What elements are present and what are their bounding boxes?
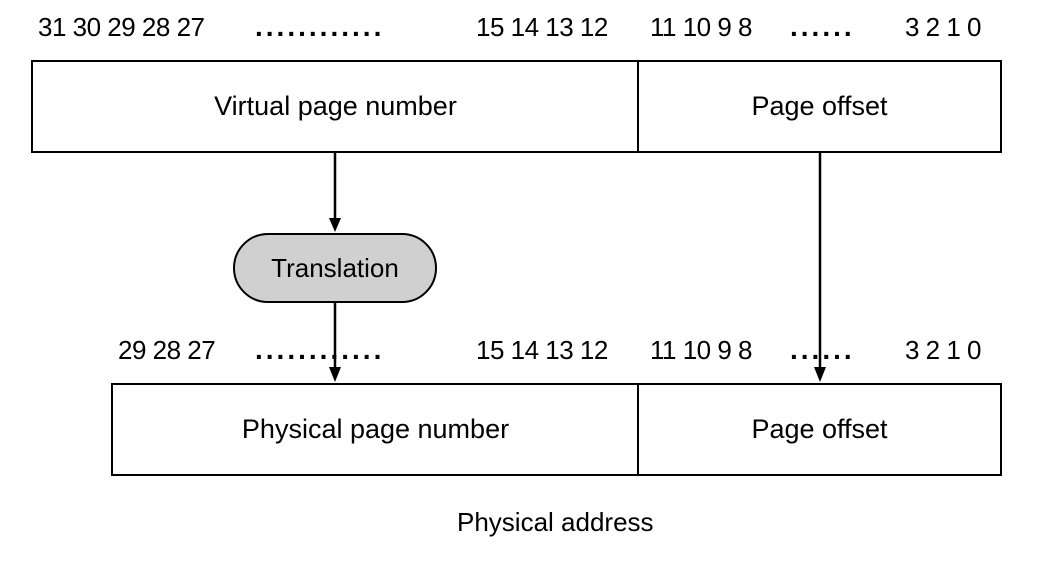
physical-dots-high: ............ <box>255 334 385 365</box>
physical-page-number-label: Physical page number <box>241 414 510 444</box>
virtual-page-offset-box: Page offset <box>637 60 1002 153</box>
physical-address-caption: Physical address <box>457 507 654 537</box>
virtual-bits-high: 31 30 29 28 27 <box>38 12 205 42</box>
virtual-bits-mid: 15 14 13 12 <box>476 12 608 42</box>
virtual-bits-low-hi: 11 10 9 8 <box>650 12 753 42</box>
arrowhead-vpn-to-translation <box>329 218 341 232</box>
physical-bits-high: 29 28 27 <box>118 335 216 365</box>
virtual-page-number-box: Virtual page number <box>31 60 640 153</box>
translation-box: Translation <box>233 233 437 303</box>
virtual-bits-low-lo: 3 2 1 0 <box>905 12 982 42</box>
arrowhead-translation-to-ppn <box>329 367 341 382</box>
arrowhead-offset-to-offset <box>814 367 826 382</box>
physical-bits-low-hi: 11 10 9 8 <box>650 335 753 365</box>
virtual-dots-low: ...... <box>790 11 855 42</box>
physical-page-offset-label: Page offset <box>751 414 888 444</box>
virtual-dots-high: ............ <box>255 11 385 42</box>
virtual-page-offset-label: Page offset <box>751 91 888 121</box>
translation-label: Translation <box>271 252 399 283</box>
physical-page-offset-box: Page offset <box>637 383 1002 476</box>
virtual-page-number-label: Virtual page number <box>214 91 457 121</box>
physical-page-number-box: Physical page number <box>111 383 640 476</box>
physical-bits-low-lo: 3 2 1 0 <box>905 335 982 365</box>
physical-bits-mid: 15 14 13 12 <box>476 335 608 365</box>
